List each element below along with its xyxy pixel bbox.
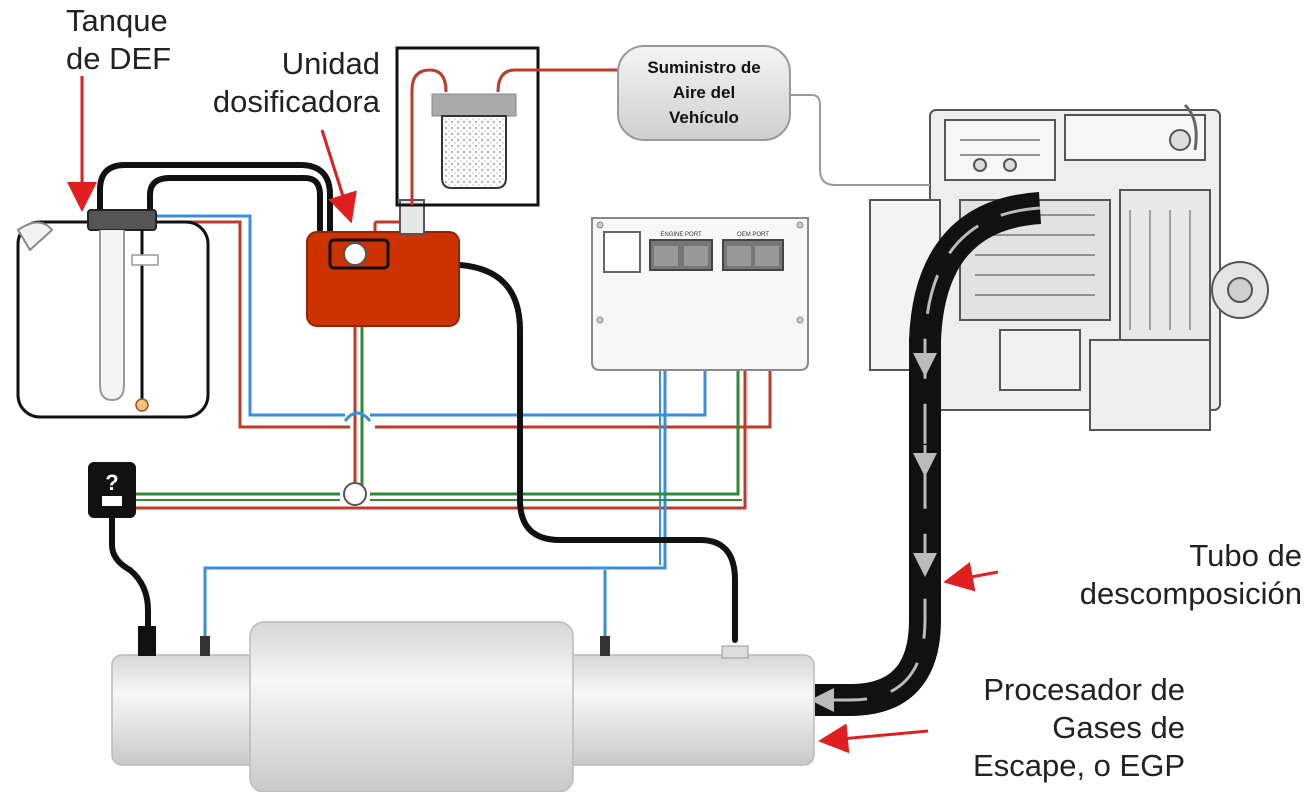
label-dosing-unit-line-2: dosificadora <box>212 84 380 119</box>
label-def-tank-line-2: de DEF <box>66 41 172 76</box>
indicator-arrows <box>67 76 999 754</box>
label-dosing-unit: Unidad dosificadora <box>190 45 380 121</box>
arrow-egp <box>818 723 929 754</box>
air-supply-line-1: Suministro de <box>647 58 760 77</box>
air-supply-line-2: Aire del <box>673 83 735 102</box>
label-decomposition-tube: Tubo de descomposición <box>1050 537 1308 613</box>
sensor-symbol: ? <box>105 470 118 495</box>
decomposition-tube <box>810 192 1042 716</box>
egp-processor <box>111 621 815 792</box>
ecm-engine-port-label: ENGINE PORT <box>660 232 702 238</box>
label-def-tank-line-1: Tanque <box>66 3 168 38</box>
label-egp-line-3: Escape, o EGP <box>973 748 1185 783</box>
label-decomp-line-1: Tubo de <box>1189 538 1302 573</box>
harness-junction <box>343 482 367 506</box>
arrow-dosing-unit <box>320 129 357 224</box>
label-egp-line-2: Gases de <box>1052 710 1185 745</box>
sensor-module: ? <box>88 462 136 518</box>
engine-illustration <box>869 103 1269 431</box>
arrow-decomp-tube <box>943 561 999 592</box>
label-dosing-unit-line-1: Unidad <box>281 46 380 81</box>
air-supply-bubble: Suministro de Aire del Vehículo <box>617 45 791 141</box>
air-line <box>790 94 930 186</box>
def-tank <box>16 209 210 419</box>
air-supply-line-3: Vehículo <box>669 108 739 127</box>
ecm-module: ENGINE PORT OEM PORT <box>591 217 809 371</box>
label-decomp-line-2: descomposición <box>1079 576 1302 611</box>
label-egp-line-1: Procesador de <box>983 672 1185 707</box>
label-def-tank: Tanque de DEF <box>66 2 171 78</box>
def-hoses <box>97 162 738 643</box>
air-filter <box>395 46 618 207</box>
label-egp: Procesador de Gases de Escape, o EGP <box>940 671 1185 785</box>
ecm-oem-port-label: OEM PORT <box>737 232 769 238</box>
